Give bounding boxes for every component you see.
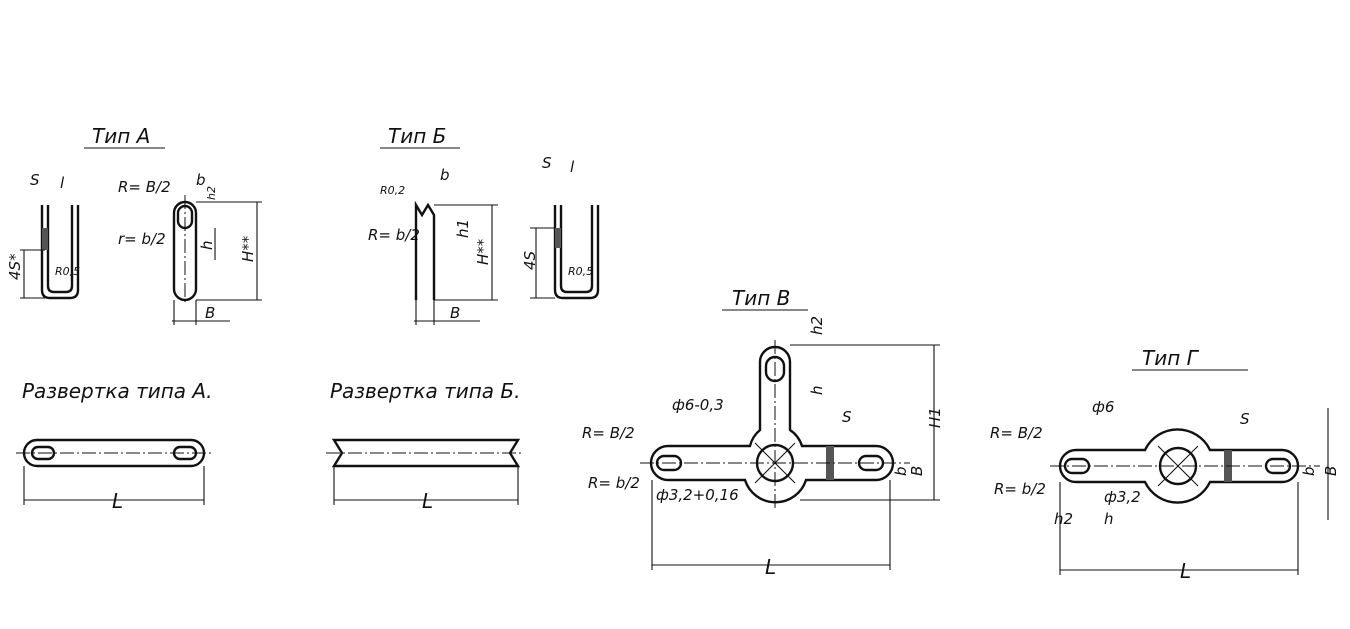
type-v-phi6-label: ф6-0,3	[672, 396, 724, 414]
type-g-L-label: L	[1180, 559, 1191, 583]
type-v-h2-label: h2	[808, 316, 826, 335]
type-a-l-label: l	[60, 174, 65, 192]
type-b-title: Тип Б	[388, 124, 446, 148]
type-g-title: Тип Г	[1142, 346, 1200, 370]
type-g-R-label: R= B/2	[990, 424, 1043, 442]
unfold-b-title: Развертка типа Б.	[330, 379, 521, 403]
type-a-R-label: R= B/2	[118, 178, 171, 196]
type-g-phi32-label: ф3,2	[1104, 488, 1141, 506]
unfold-a-drawing: Развертка типа А. L	[16, 379, 212, 513]
type-a-s-label: S	[30, 171, 40, 189]
type-b-H-label: H**	[474, 238, 492, 265]
type-b-b-label: b	[440, 166, 450, 184]
type-b-r-label: R= b/2	[368, 226, 420, 244]
unfold-a-title: Развертка типа А.	[22, 379, 212, 403]
type-a-r-label: r= b/2	[118, 230, 166, 248]
type-a-H-label: H**	[239, 235, 257, 262]
type-b-l-label: l	[570, 158, 575, 176]
type-b-r02-label: R0,2	[380, 184, 405, 197]
type-g-b-label: b	[1300, 466, 1318, 476]
type-a-b-dim: B	[205, 304, 215, 322]
type-b-drawing: Тип Б B H** h1 R0,2 b R= b/2 4S S l R0,5	[368, 124, 600, 325]
type-g-h-label: h	[1104, 510, 1114, 528]
type-g-s-label: S	[1240, 410, 1250, 428]
type-v-B-label: B	[908, 466, 926, 476]
type-v-r-label: R= b/2	[588, 474, 640, 492]
type-b-r05-label: R0,5	[568, 265, 593, 278]
type-v-H1-label: H1	[926, 407, 944, 428]
type-b-b-dim: B	[450, 304, 460, 322]
type-g-B-label: B	[1322, 466, 1340, 476]
type-a-h-label: h	[198, 240, 216, 250]
type-b-4s-label: 4S	[521, 250, 539, 270]
type-v-phi32-label: ф3,2+0,16	[656, 486, 739, 504]
type-v-s-label: S	[842, 408, 852, 426]
type-g-r-label: R= b/2	[994, 480, 1046, 498]
type-a-b-label: b	[196, 171, 206, 189]
type-v-b-label: b	[892, 466, 910, 476]
type-a-title: Тип А	[92, 124, 150, 148]
type-g-h2-label: h2	[1054, 510, 1073, 528]
type-g-phi6-label: ф6	[1092, 398, 1114, 416]
type-v-drawing: Тип В H1 L h2 h ф6-0,3 S R= B/2 R= b/2 ф…	[582, 286, 944, 579]
type-a-h2-label: h2	[205, 186, 218, 200]
unfold-a-L-label: L	[112, 489, 123, 513]
type-b-s-label: S	[542, 154, 552, 172]
type-g-drawing: Тип Г L ф6 S R= B/2 R= b/2 ф3,2 h2 h b B	[990, 346, 1340, 583]
type-a-4s-label: 4S*	[6, 253, 24, 280]
type-b-h1-label: h1	[454, 219, 472, 238]
type-v-L-label: L	[765, 555, 776, 579]
unfold-b-drawing: Развертка типа Б. L	[326, 379, 524, 513]
unfold-b-L-label: L	[422, 489, 433, 513]
type-a-drawing: Тип А 4S* S l R0,5 B H** h R= B/2 r= b/2…	[6, 124, 262, 325]
type-v-h-label: h	[808, 385, 826, 395]
type-a-r05-label: R0,5	[55, 265, 80, 278]
type-v-title: Тип В	[732, 286, 790, 310]
type-v-R-label: R= B/2	[582, 424, 635, 442]
